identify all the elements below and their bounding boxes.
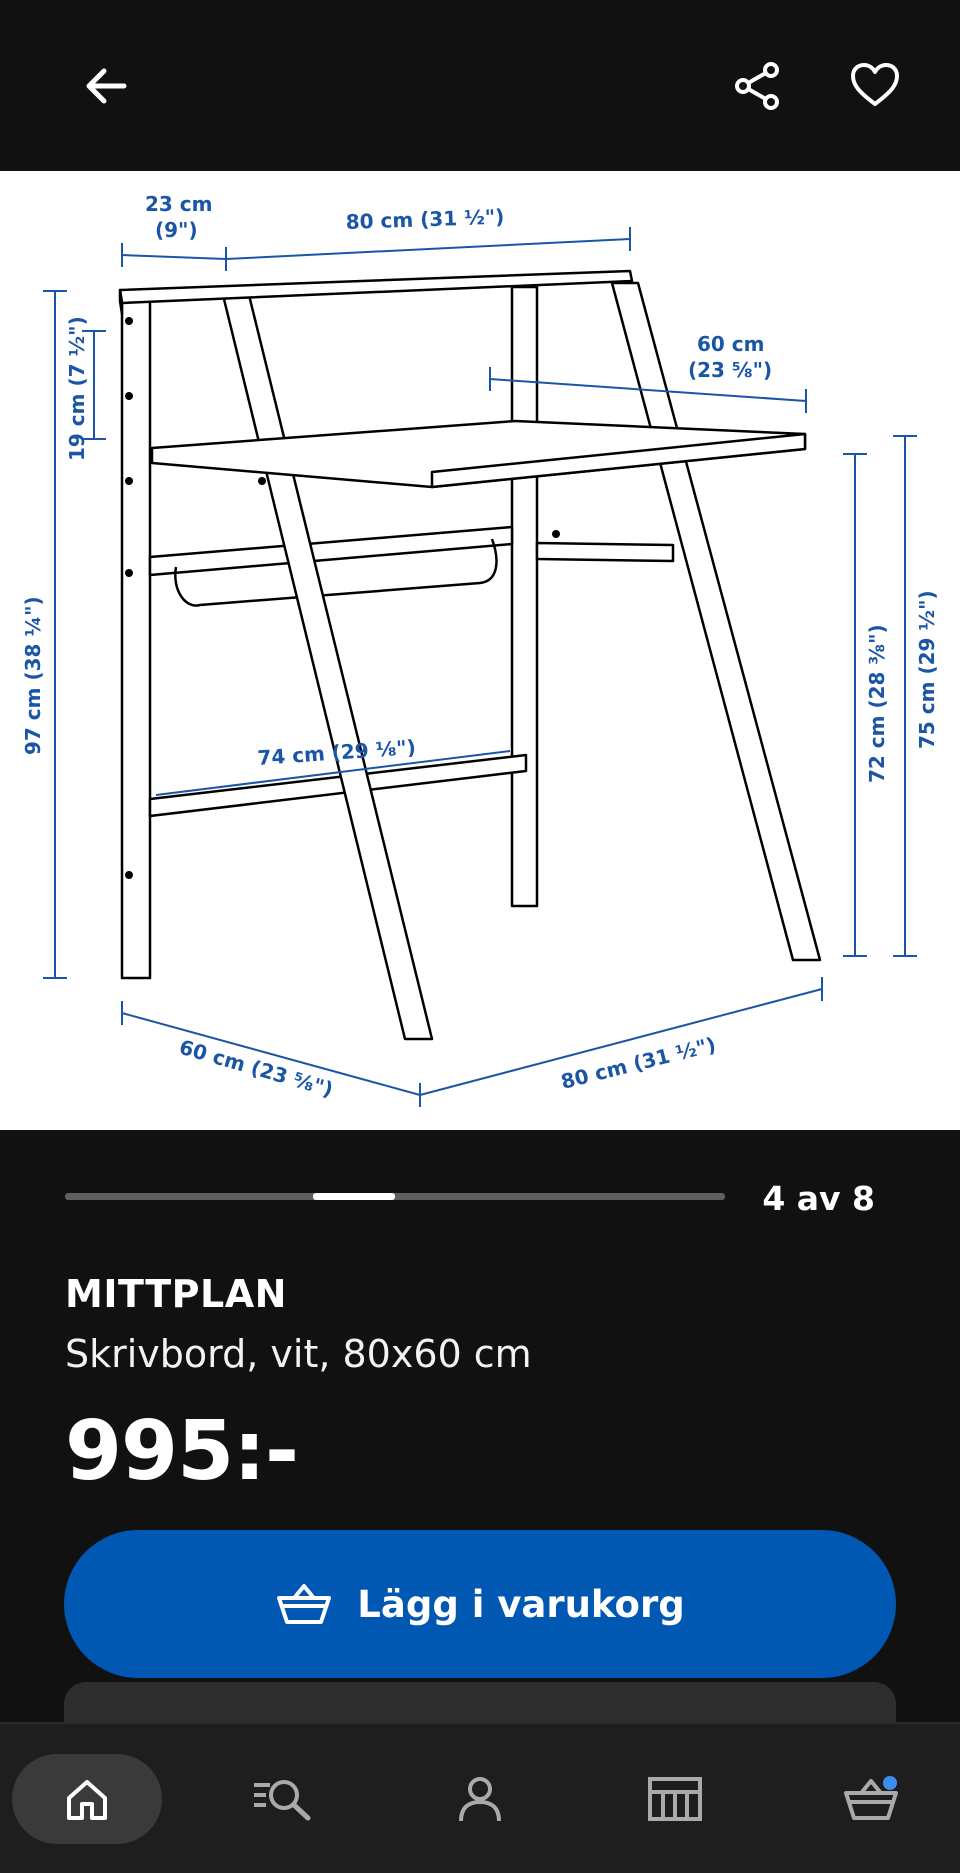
add-to-cart-button[interactable]: Lägg i varukorg: [64, 1530, 896, 1678]
home-icon: [67, 1780, 107, 1820]
bottom-navigation: [0, 1722, 960, 1873]
nav-cart[interactable]: [797, 1754, 947, 1844]
dim-top-width: 80 cm (31 ½"): [345, 204, 504, 234]
nav-search[interactable]: [208, 1754, 358, 1844]
dim-total-height: 97 cm (38 ¼"): [21, 596, 45, 755]
arrow-left-icon: [86, 68, 127, 104]
share-icon: [735, 62, 779, 110]
share-button[interactable]: [717, 46, 797, 126]
desk-dimension-drawing: 23 cm (9") 80 cm (31 ½") 60 cm (23 ⅝") 1…: [21, 192, 939, 1107]
top-bar: [0, 0, 960, 171]
dim-desk-height-72: 72 cm (28 ⅜"): [865, 624, 889, 783]
dim-desk-depth-in: (23 ⅝"): [688, 358, 772, 382]
product-description: Skrivbord, vit, 80x60 cm: [65, 1332, 532, 1376]
back-button[interactable]: [66, 46, 146, 126]
search-list-icon: [254, 1780, 311, 1821]
nav-store[interactable]: [600, 1754, 750, 1844]
heart-icon: [851, 63, 899, 106]
cart-icon: [844, 1776, 898, 1820]
store-icon: [648, 1777, 702, 1821]
basket-icon: [277, 1584, 332, 1624]
dim-desk-depth-cm: 60 cm: [697, 332, 765, 356]
dim-base-depth: 60 cm (23 ⅝"): [177, 1035, 336, 1102]
dim-desk-height-75: 75 cm (29 ½"): [915, 590, 939, 749]
dim-top-depth-cm: 23 cm: [145, 192, 213, 216]
dim-base-width: 80 cm (31 ½"): [558, 1032, 718, 1094]
add-to-cart-label: Lägg i varukorg: [357, 1582, 685, 1626]
gallery-progress-indicator: [313, 1193, 395, 1200]
favorite-button[interactable]: [835, 46, 915, 126]
nav-profile[interactable]: [405, 1754, 555, 1844]
gallery-counter: 4 av 8: [762, 1179, 875, 1218]
gallery-progress-bar: [65, 1193, 725, 1200]
person-icon: [459, 1777, 501, 1822]
product-image[interactable]: 23 cm (9") 80 cm (31 ½") 60 cm (23 ⅝") 1…: [0, 171, 960, 1130]
product-price: 995:-: [65, 1404, 299, 1499]
dim-top-depth-in: (9"): [155, 218, 198, 242]
cart-badge: [883, 1776, 897, 1790]
nav-home[interactable]: [12, 1754, 162, 1844]
product-name: MITTPLAN: [65, 1272, 287, 1316]
dim-shelf-gap: 19 cm (7 ½"): [65, 316, 89, 461]
